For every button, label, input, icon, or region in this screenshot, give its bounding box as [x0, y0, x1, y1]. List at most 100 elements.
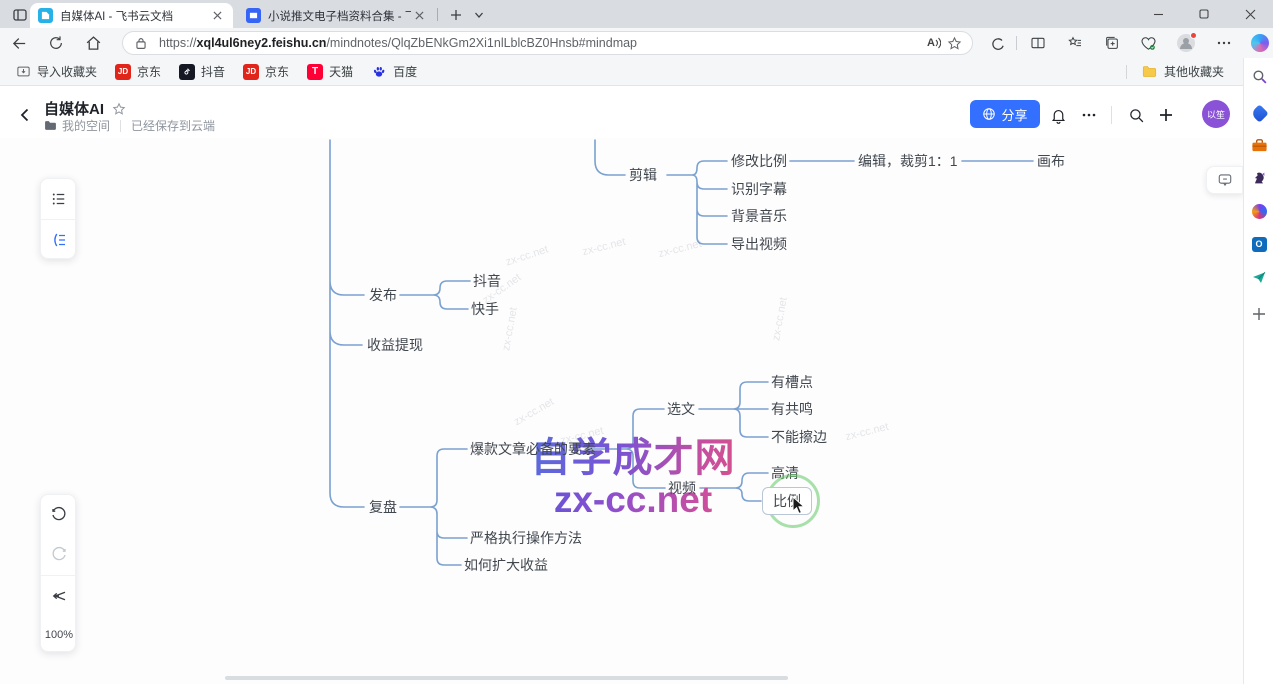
- mindmap-node[interactable]: 剪辑: [629, 167, 657, 183]
- comments-panel-toggle[interactable]: [1206, 166, 1243, 194]
- undo-button[interactable]: [41, 495, 77, 535]
- minimize-button[interactable]: [1135, 0, 1181, 28]
- sidebar-tools-button[interactable]: [1249, 135, 1269, 155]
- sidebar-drop-button[interactable]: [1249, 267, 1269, 287]
- douyin-favicon-icon: [179, 63, 196, 80]
- tab-list-button[interactable]: [468, 5, 490, 24]
- mindmap-node[interactable]: 快手: [471, 301, 499, 317]
- save-status: 已经保存到云端: [131, 119, 216, 133]
- lock-icon[interactable]: [131, 33, 151, 53]
- back-button[interactable]: [9, 33, 29, 53]
- mindmap-node[interactable]: 画布: [1037, 153, 1065, 169]
- mindmap-node[interactable]: 复盘: [369, 499, 397, 515]
- split-screen-button[interactable]: [1027, 33, 1049, 53]
- mindmap-node[interactable]: 选文: [667, 401, 695, 417]
- outline-view-button[interactable]: [41, 179, 77, 219]
- home-button[interactable]: [83, 33, 103, 53]
- doc-more-button[interactable]: [1077, 103, 1101, 127]
- canvas-controls-panel: 100%: [40, 494, 77, 655]
- bookmark-label: 导入收藏夹: [37, 65, 98, 79]
- settings-more-button[interactable]: [1213, 33, 1235, 53]
- jd-favicon-icon: JD: [243, 63, 260, 80]
- new-tab-button[interactable]: [445, 5, 467, 24]
- extension-button[interactable]: [986, 33, 1008, 53]
- bookmark-douyin[interactable]: 抖音: [172, 61, 232, 83]
- close-window-button[interactable]: [1227, 0, 1273, 28]
- create-node-button[interactable]: [1154, 103, 1178, 127]
- bookmark-label: 百度: [393, 65, 418, 79]
- back-icon: [12, 37, 25, 49]
- favorites-button[interactable]: [1064, 33, 1086, 53]
- mindmap-node[interactable]: 抖音: [473, 273, 501, 289]
- other-favorites-label: 其他收藏夹: [1163, 65, 1224, 79]
- locate-root-button[interactable]: [41, 575, 77, 615]
- bookmark-baidu[interactable]: 百度: [364, 61, 424, 83]
- bookmark-jd[interactable]: JD 京东: [108, 61, 168, 83]
- other-favorites-button[interactable]: 其他收藏夹: [1135, 61, 1231, 83]
- mindmap-node[interactable]: 修改比例: [731, 153, 787, 169]
- plus-icon: [1253, 308, 1265, 320]
- header-divider: [1111, 106, 1112, 124]
- mindmap-node[interactable]: 有槽点: [771, 374, 813, 390]
- close-icon: [1245, 9, 1255, 19]
- browser-toolbar: https://xql4ul6ney2.feishu.cn/mindnotes/…: [0, 28, 1273, 58]
- mindmap-node[interactable]: 视频: [668, 480, 696, 496]
- sidebar-add-button[interactable]: [1249, 304, 1269, 324]
- sidebar-m365-button[interactable]: [1249, 201, 1269, 221]
- sidebar-shopping-button[interactable]: [1249, 103, 1269, 123]
- bookmark-jd-2[interactable]: JD 京东: [236, 61, 296, 83]
- notification-dot: [1190, 32, 1197, 39]
- read-aloud-waves-icon: [935, 37, 941, 49]
- mindmap-node[interactable]: 编辑，裁剪1：1: [858, 153, 958, 169]
- user-avatar[interactable]: 以笙: [1202, 100, 1230, 128]
- mindmap-node[interactable]: 严格执行操作方法: [470, 530, 582, 546]
- horizontal-scrollbar[interactable]: [225, 676, 788, 680]
- star-icon: [947, 36, 961, 50]
- mindmap-node[interactable]: 如何扩大收益: [464, 557, 548, 573]
- bookmark-import-favorites[interactable]: 导入收藏夹: [8, 61, 104, 83]
- browser-essentials-button[interactable]: [1137, 33, 1159, 53]
- browser-tab-inactive[interactable]: 小说推文电子档资料合集 - 飞书: [238, 3, 435, 28]
- redo-button[interactable]: [41, 535, 77, 575]
- search-icon: [1252, 69, 1266, 83]
- mindmap-node[interactable]: 爆款文章必备的要素: [470, 441, 596, 457]
- address-bar[interactable]: https://xql4ul6ney2.feishu.cn/mindnotes/…: [122, 31, 973, 55]
- profile-button[interactable]: [1175, 32, 1197, 53]
- sidebar-search-button[interactable]: [1249, 66, 1269, 86]
- mindmap-node[interactable]: 有共鸣: [771, 401, 813, 417]
- read-aloud-button[interactable]: A: [924, 33, 944, 53]
- notifications-button[interactable]: [1046, 103, 1070, 127]
- comment-bubble-icon: [1218, 174, 1231, 187]
- bookmark-tmall[interactable]: T 天猫: [300, 61, 360, 83]
- mindmap-view-button[interactable]: [41, 219, 77, 259]
- mindmap-node-selected[interactable]: 比例: [762, 487, 812, 515]
- sidebar-outlook-button[interactable]: O: [1249, 234, 1269, 254]
- outlook-icon: O: [1251, 236, 1267, 252]
- mindmap-node[interactable]: 收益提现: [367, 337, 423, 353]
- tab-close-icon[interactable]: [411, 8, 427, 24]
- collections-button[interactable]: [1101, 33, 1123, 53]
- favorite-star-button[interactable]: [944, 33, 964, 53]
- doc-search-button[interactable]: [1124, 103, 1148, 127]
- mindmap-node[interactable]: 导出视频: [731, 236, 787, 252]
- mindmap-node[interactable]: 识别字幕: [731, 181, 787, 197]
- doc-back-button[interactable]: [14, 104, 36, 126]
- copilot-button[interactable]: [1249, 33, 1271, 53]
- mindmap-node[interactable]: 背景音乐: [731, 208, 787, 224]
- share-button[interactable]: 分享: [970, 100, 1040, 128]
- tab-close-icon[interactable]: [209, 8, 225, 24]
- bookmarks-bar: 导入收藏夹 JD 京东 抖音 JD 京东 T 天猫 百度: [0, 58, 1243, 86]
- refresh-button[interactable]: [46, 33, 66, 53]
- bookmark-label: 抖音: [201, 65, 226, 79]
- zoom-level-indicator[interactable]: 100%: [41, 615, 77, 655]
- browser-tab-active[interactable]: 自媒体AI - 飞书云文档: [30, 3, 233, 28]
- doc-location[interactable]: 我的空间: [62, 119, 111, 133]
- watermark-line2: zx-cc.net: [500, 479, 766, 521]
- sidebar-games-button[interactable]: [1249, 168, 1269, 188]
- maximize-button[interactable]: [1181, 0, 1227, 28]
- mindmap-node[interactable]: 发布: [369, 287, 397, 303]
- favorite-doc-star-icon[interactable]: [112, 102, 126, 116]
- mindmap-node[interactable]: 不能擦边: [771, 429, 827, 445]
- mindmap-canvas[interactable]: 自学成才网 zx-cc.net zx-cc.net zx-cc.net zx-c…: [0, 138, 1243, 684]
- tab-actions-menu-button[interactable]: [8, 5, 32, 24]
